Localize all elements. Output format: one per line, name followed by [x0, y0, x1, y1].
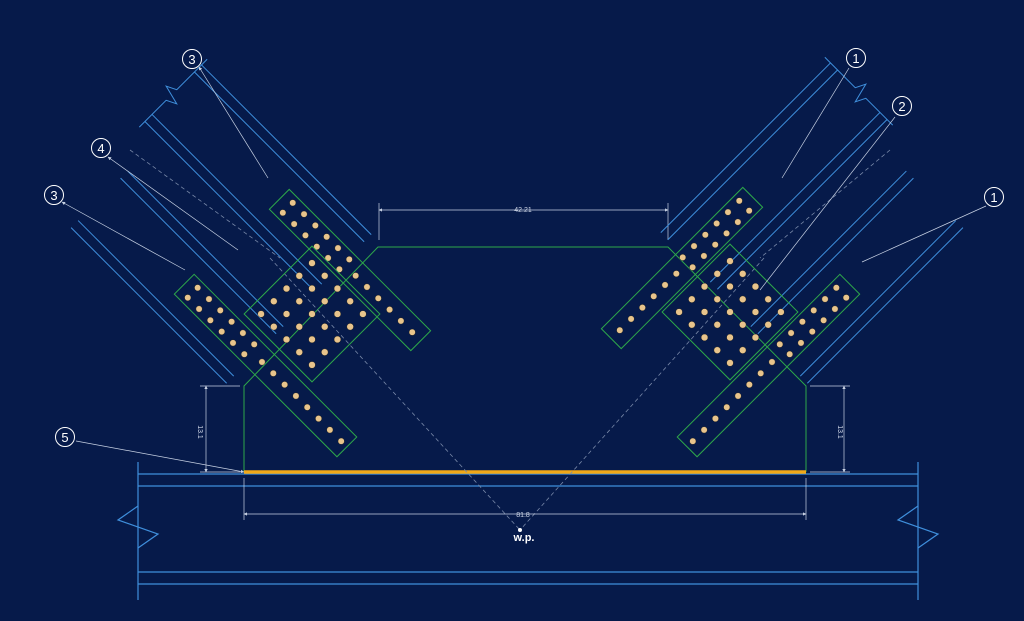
work-point: w.p. [513, 528, 535, 544]
right-upper-brace [600, 56, 894, 350]
callout-5: 5 [55, 427, 75, 447]
dim-left-height: 13.1 [196, 425, 203, 439]
callout-4: 4 [91, 138, 111, 158]
dimension-texts: 42.21 13.1 13.1 81.8 [196, 207, 843, 519]
right-lower-brace-bolts [689, 284, 850, 445]
svg-text:1: 1 [852, 51, 859, 66]
svg-text:3: 3 [50, 188, 57, 203]
callout-2: 2 [892, 96, 912, 116]
work-point-label: w.p. [513, 532, 535, 544]
right-lower-brace [676, 170, 964, 458]
work-point-lines [129, 149, 891, 531]
left-gusset-bolt-group [243, 245, 381, 383]
svg-text:2: 2 [898, 99, 905, 114]
dim-right-height: 13.1 [836, 425, 843, 439]
right-lower-splice-plate [676, 273, 861, 458]
left-lower-brace-bolts [184, 284, 345, 445]
callout-3-upper: 3 [182, 49, 202, 69]
left-break-line [116, 505, 160, 549]
left-upper-brace-bolts [279, 199, 416, 336]
svg-text:5: 5 [61, 430, 68, 445]
dim-top-width: 42.21 [514, 207, 532, 214]
callout-1-upper: 1 [846, 48, 866, 68]
right-gusset-bolt-group [661, 243, 799, 381]
right-break-line [896, 505, 940, 549]
callout-3-lower: 3 [44, 185, 64, 205]
callouts: 3 4 3 5 1 2 1 [44, 48, 1004, 447]
callout-leaders [61, 66, 987, 474]
main-beam [116, 462, 940, 600]
dim-bottom-width: 81.8 [516, 512, 530, 519]
left-upper-brace [138, 58, 432, 352]
left-upper-splice-plate [268, 188, 432, 352]
left-lower-splice-plate [173, 273, 358, 458]
svg-text:1: 1 [990, 190, 997, 205]
svg-text:4: 4 [97, 141, 104, 156]
right-upper-brace-bolts [616, 197, 753, 334]
dimension-lines [200, 203, 850, 520]
right-upper-splice-plate [600, 186, 764, 350]
callout-1-lower: 1 [984, 187, 1004, 207]
svg-text:3: 3 [188, 52, 195, 67]
gusset-plate [243, 246, 807, 472]
